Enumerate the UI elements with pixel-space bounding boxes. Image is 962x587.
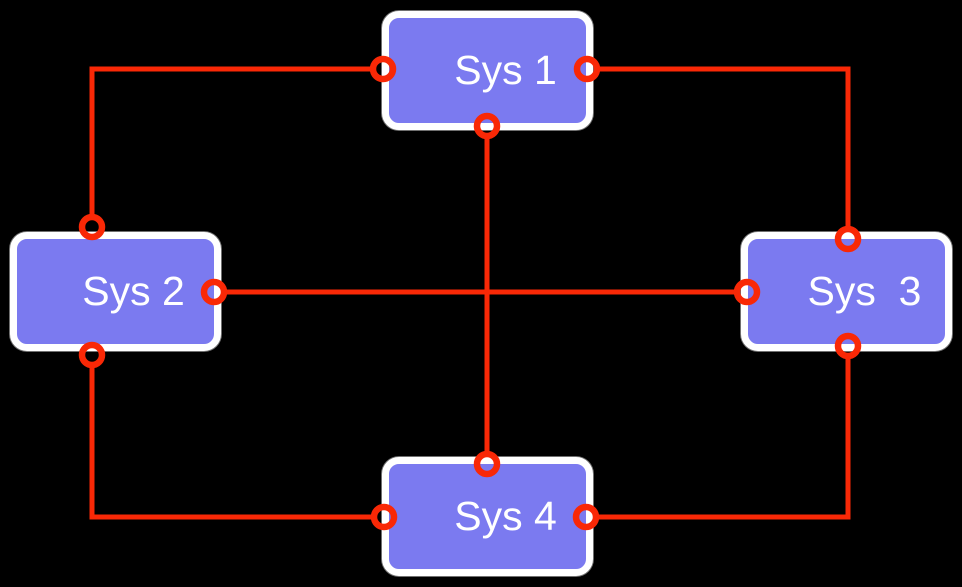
node-sys2-label: Sys 2 [82, 268, 185, 314]
port-sys4-left[interactable] [370, 503, 398, 531]
node-sys1[interactable]: Sys 1 [382, 11, 593, 130]
port-sys1-bottom[interactable] [473, 112, 501, 140]
port-sys2-bottom[interactable] [78, 341, 106, 369]
port-sys2-top[interactable] [78, 213, 106, 241]
port-sys4-right[interactable] [572, 503, 600, 531]
port-sys3-bottom[interactable] [834, 332, 862, 360]
node-sys1-label: Sys 1 [454, 47, 557, 93]
port-sys1-left[interactable] [369, 55, 397, 83]
port-sys4-top[interactable] [473, 450, 501, 478]
connector-sys1-sys2[interactable] [89, 66, 370, 214]
port-sys1-right[interactable] [573, 55, 601, 83]
port-sys3-left[interactable] [733, 278, 761, 306]
connector-sys1-sys3[interactable] [600, 66, 851, 226]
node-sys4-label: Sys 4 [454, 493, 557, 539]
node-sys3-label: Sys 3 [807, 268, 922, 314]
node-sys2[interactable]: Sys 2 [10, 232, 221, 351]
port-sys3-top[interactable] [834, 225, 862, 253]
connector-sys2-sys4[interactable] [89, 368, 371, 520]
node-sys3[interactable]: Sys 3 [741, 232, 952, 351]
port-sys2-right[interactable] [200, 278, 228, 306]
connector-sys3-sys4[interactable] [599, 359, 851, 520]
